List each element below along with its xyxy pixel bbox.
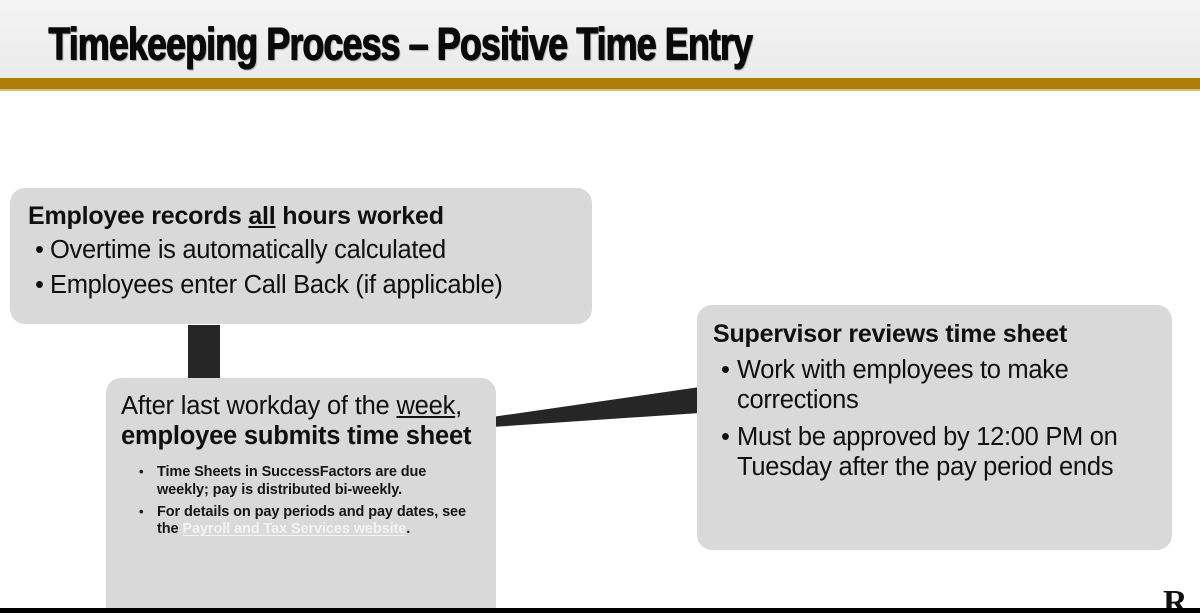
list-item: • Must be approved by 12:00 PM on Tuesda… <box>713 422 1156 483</box>
list-item-label: Employees enter Call Back (if applicable… <box>50 270 503 299</box>
list-item-label: Must be approved by 12:00 PM on Tuesday … <box>737 422 1118 482</box>
box-supervisor-reviews: Supervisor reviews time sheet • Work wit… <box>697 305 1172 550</box>
list-item: • Overtime is automatically calculated <box>28 235 572 266</box>
page-title: Timekeeping Process – Positive Time Entr… <box>48 18 753 69</box>
list-item-label: Overtime is automatically calculated <box>50 235 446 264</box>
corner-logo: R <box>1163 586 1188 608</box>
connector-arrow-horizontal <box>492 383 700 427</box>
slide-header: Timekeeping Process – Positive Time Entr… <box>0 0 1200 78</box>
bottom-rule <box>0 608 1200 613</box>
list-item: • For details on pay periods and pay dat… <box>121 504 480 539</box>
heading-emphasis: week <box>396 392 456 420</box>
heading-separator: , <box>455 392 463 420</box>
list-item: • Time Sheets in SuccessFactors are due … <box>121 464 480 499</box>
bullet-icon: • <box>35 270 44 299</box>
list-item: • Employees enter Call Back (if applicab… <box>28 270 572 301</box>
connector-arrow-vertical <box>188 325 220 379</box>
list-item-label: Time Sheets in SuccessFactors are due we… <box>157 464 480 499</box>
list-item: • Work with employees to make correction… <box>713 355 1156 416</box>
list-item-text-after: . <box>406 521 411 538</box>
box-employee-records: Employee records all hours worked • Over… <box>10 188 592 324</box>
payroll-tax-services-link[interactable]: Payroll and Tax Services website <box>182 521 407 538</box>
bullet-icon: • <box>139 464 144 480</box>
bullet-icon: • <box>721 355 730 384</box>
list-item-text: Time Sheets in SuccessFactors are due we… <box>157 464 427 498</box>
gold-accent-highlight <box>0 89 1200 91</box>
list-item-text: For details on pay periods and pay dates… <box>157 503 466 538</box>
box-employee-submits: After last workday of the week, employee… <box>106 378 496 613</box>
gold-accent-bar <box>0 78 1200 89</box>
heading-text-after: hours worked <box>275 202 444 230</box>
heading-text-before: Employee records <box>28 202 249 230</box>
bullet-icon: • <box>35 235 44 264</box>
heading-text-bold: employee submits time sheet <box>121 421 472 450</box>
heading-emphasis: all <box>248 202 276 230</box>
list-item-label: Work with employees to make corrections <box>737 355 1069 415</box>
box-supervisor-reviews-heading: Supervisor reviews time sheet <box>713 320 1068 348</box>
sub-bullet-list: • Time Sheets in SuccessFactors are due … <box>121 464 480 539</box>
box-employee-records-heading: Employee records all hours worked <box>28 202 572 231</box>
list-item-label: For details on pay periods and pay dates… <box>157 504 480 539</box>
bullet-icon: • <box>139 503 144 519</box>
bullet-icon: • <box>721 422 730 451</box>
heading-text-before: After last workday of the <box>121 392 397 420</box>
box-employee-submits-heading: After last workday of the week, employee… <box>121 392 480 451</box>
